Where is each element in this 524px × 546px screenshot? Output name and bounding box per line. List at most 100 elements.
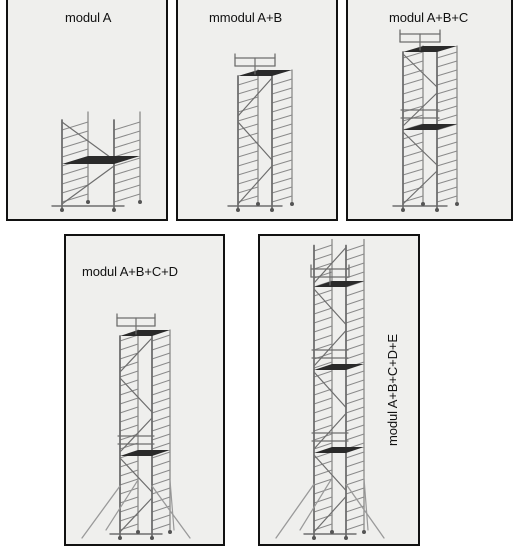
rung bbox=[151, 397, 171, 405]
rung bbox=[345, 388, 365, 396]
rung bbox=[345, 325, 365, 333]
rung bbox=[313, 289, 333, 297]
rung bbox=[271, 96, 293, 104]
rung bbox=[61, 130, 89, 140]
rung bbox=[402, 78, 424, 86]
stabilizer bbox=[151, 485, 191, 539]
scaffold-drawing bbox=[392, 29, 459, 212]
rung bbox=[151, 424, 171, 432]
diagonal-brace bbox=[313, 495, 347, 533]
scaffold-drawing bbox=[81, 313, 191, 540]
caster-wheel bbox=[236, 208, 240, 212]
rung bbox=[271, 150, 293, 158]
rung bbox=[436, 78, 458, 86]
rung bbox=[119, 415, 139, 423]
diagonal-brace bbox=[237, 121, 273, 161]
rung bbox=[345, 406, 365, 414]
caster-wheel bbox=[86, 200, 90, 204]
diagonal-brace bbox=[119, 417, 153, 453]
rung bbox=[436, 141, 458, 149]
rung bbox=[345, 379, 365, 387]
rung bbox=[237, 159, 259, 167]
diagonal-brace bbox=[119, 457, 153, 493]
rung bbox=[237, 186, 259, 194]
rung bbox=[436, 168, 458, 176]
rung bbox=[271, 123, 293, 131]
scaffold-illustration bbox=[227, 53, 294, 212]
platform-deck bbox=[238, 70, 292, 76]
rung bbox=[402, 177, 424, 185]
panel-label: mmodul A+B bbox=[209, 10, 283, 25]
rung bbox=[119, 487, 139, 495]
rung bbox=[313, 442, 333, 450]
diagonal-brace bbox=[61, 165, 115, 205]
rung bbox=[113, 166, 141, 176]
rung bbox=[313, 325, 333, 333]
rung bbox=[402, 168, 424, 176]
rung bbox=[151, 334, 171, 342]
rung bbox=[345, 289, 365, 297]
scaffold-illustration bbox=[81, 313, 191, 540]
panel-label: modul A+B+C bbox=[389, 10, 469, 25]
rung bbox=[237, 96, 259, 104]
rung bbox=[436, 132, 458, 140]
scaffold-illustration bbox=[392, 29, 459, 212]
rung bbox=[436, 51, 458, 59]
rung bbox=[119, 496, 139, 504]
rung bbox=[271, 141, 293, 149]
caster-wheel bbox=[138, 200, 142, 204]
rung bbox=[345, 307, 365, 315]
caster-wheel bbox=[118, 536, 122, 540]
rung bbox=[61, 184, 89, 194]
rung bbox=[345, 397, 365, 405]
rung bbox=[345, 469, 365, 477]
caster-wheel bbox=[344, 536, 348, 540]
rung bbox=[119, 352, 139, 360]
rung bbox=[402, 159, 424, 167]
rung bbox=[436, 105, 458, 113]
rung bbox=[345, 352, 365, 360]
rung bbox=[313, 334, 333, 342]
panel-modul-a-b-c-d-e: modul A+B+C+D+E bbox=[258, 234, 420, 546]
caster-wheel bbox=[112, 208, 116, 212]
stabilizer bbox=[345, 483, 385, 539]
diagonal-brace bbox=[237, 165, 273, 205]
rung bbox=[113, 139, 141, 149]
rung bbox=[345, 433, 365, 441]
diagonal-brace bbox=[313, 329, 347, 367]
rung bbox=[271, 114, 293, 122]
rung bbox=[119, 370, 139, 378]
rung bbox=[119, 469, 139, 477]
diagonal-brace bbox=[61, 121, 115, 161]
rung bbox=[113, 121, 141, 131]
rung bbox=[313, 397, 333, 405]
rung bbox=[151, 388, 171, 396]
scaffold-illustration bbox=[275, 238, 385, 540]
diagonal-brace bbox=[119, 497, 153, 533]
scaffold-illustration bbox=[51, 111, 142, 212]
stabilizer bbox=[299, 477, 333, 531]
rung bbox=[345, 496, 365, 504]
rung bbox=[436, 69, 458, 77]
rung bbox=[271, 78, 293, 86]
rung bbox=[402, 150, 424, 158]
rung bbox=[345, 415, 365, 423]
rung bbox=[237, 132, 259, 140]
rung bbox=[271, 177, 293, 185]
rung bbox=[313, 343, 333, 351]
stabilizer bbox=[169, 479, 175, 531]
caster-wheel bbox=[421, 202, 425, 206]
rung bbox=[119, 433, 139, 441]
rung bbox=[151, 433, 171, 441]
rung bbox=[313, 388, 333, 396]
rung bbox=[313, 406, 333, 414]
rung bbox=[113, 130, 141, 140]
rung bbox=[113, 193, 141, 203]
rung bbox=[345, 343, 365, 351]
caster-wheel bbox=[168, 530, 172, 534]
rung bbox=[402, 132, 424, 140]
rung bbox=[151, 523, 171, 531]
rung bbox=[402, 105, 424, 113]
caster-wheel bbox=[60, 208, 64, 212]
caster-wheel bbox=[136, 530, 140, 534]
